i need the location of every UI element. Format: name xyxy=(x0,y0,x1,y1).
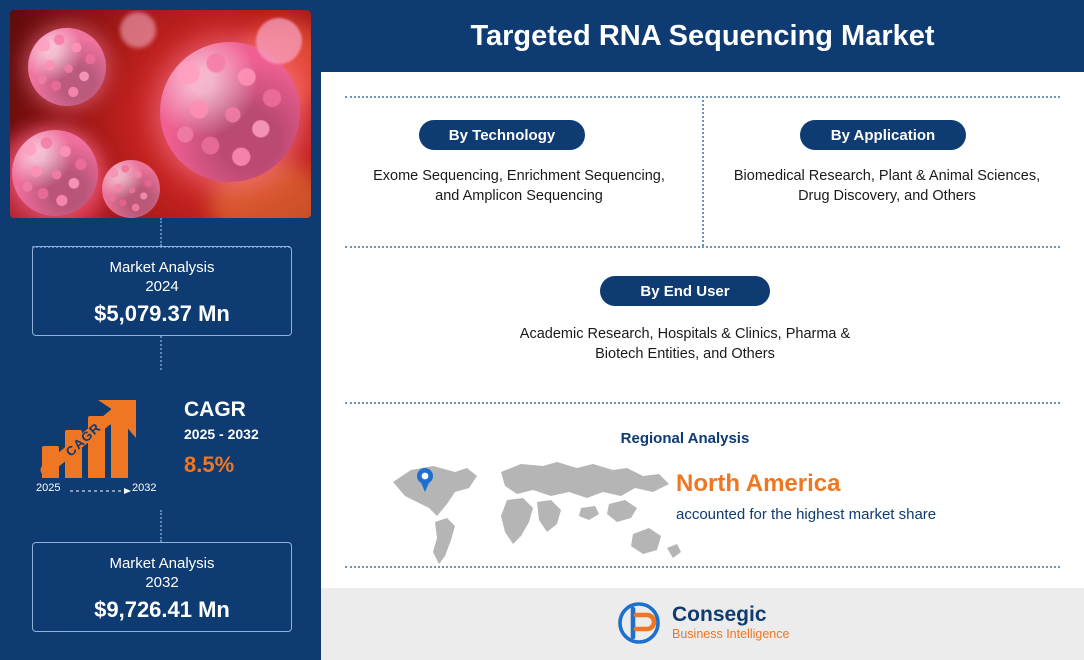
text-by-end-user: Academic Research, Hospitals & Clinics, … xyxy=(519,326,851,362)
cell-top-left xyxy=(28,28,106,106)
market-2032-value: $9,726.41 Mn xyxy=(94,597,230,622)
market-analysis-2024-card: Market Analysis 2024 $5,079.37 Mn xyxy=(32,246,292,336)
pill-by-end-user[interactable]: By End User xyxy=(600,276,770,306)
pill-by-technology[interactable]: By Technology xyxy=(419,120,585,150)
cagr-block: CAGR 2025 2032 CAGR 2025 - 2032 8.5% xyxy=(32,370,290,510)
left-panel: Market Analysis 2024 $5,079.37 Mn CAGR 2… xyxy=(0,0,321,660)
pill-by-end-user-label: By End User xyxy=(640,282,730,300)
cagr-axis-arrow-icon xyxy=(70,488,131,494)
connector-cagr-to-2032 xyxy=(160,510,162,542)
cagr-axis-end: 2032 xyxy=(132,482,157,494)
regional-analysis-title: Regional Analysis xyxy=(585,430,785,447)
footer-bar: Consegic Business Intelligence xyxy=(321,588,1084,660)
cagr-years: 2025 - 2032 xyxy=(184,426,259,442)
growth-arrow-icon xyxy=(40,400,136,476)
divider-bottom xyxy=(345,566,1060,568)
market-2032-label-line1: Market Analysis xyxy=(109,555,215,572)
region-name: North America xyxy=(676,470,841,497)
market-2032-label-line2: 2032 xyxy=(145,574,179,591)
brand-logo: Consegic Business Intelligence xyxy=(616,600,789,646)
cagr-value: 8.5% xyxy=(184,452,235,477)
divider-mid2 xyxy=(345,402,1060,404)
pill-by-technology-label: By Technology xyxy=(448,126,556,144)
market-analysis-2032-card: Market Analysis 2032 $9,726.41 Mn xyxy=(32,542,292,632)
header-bar: Targeted RNA Sequencing Market xyxy=(321,0,1084,72)
brand-tagline: Business Intelligence xyxy=(672,627,790,641)
cagr-axis-start: 2025 xyxy=(36,482,61,494)
cell-small-top xyxy=(256,18,302,64)
cagr-bar-chart: CAGR xyxy=(40,398,180,478)
pill-by-application[interactable]: By Application xyxy=(800,120,966,150)
market-2024-label-line1: Market Analysis xyxy=(109,259,215,276)
region-description: accounted for the highest market share xyxy=(676,506,937,523)
cell-large xyxy=(160,42,300,182)
world-map xyxy=(393,462,681,564)
brand-name: Consegic xyxy=(672,603,767,626)
connector-2024-to-cagr xyxy=(160,336,162,370)
connector-h-2024 xyxy=(32,246,290,248)
hero-image xyxy=(10,10,311,218)
cell-blur-top xyxy=(120,12,156,48)
page-title: Targeted RNA Sequencing Market xyxy=(470,20,935,52)
cell-bottom-mid xyxy=(102,160,160,218)
divider-vertical xyxy=(702,96,704,246)
cagr-title: CAGR xyxy=(184,398,246,421)
right-panel: Targeted RNA Sequencing Market By Techno… xyxy=(321,0,1084,660)
cell-bottom-left xyxy=(12,130,98,216)
text-by-technology: Exome Sequencing, Enrichment Sequencing,… xyxy=(373,168,665,204)
pill-by-application-label: By Application xyxy=(830,126,936,144)
market-2024-value: $5,079.37 Mn xyxy=(94,301,230,326)
consegic-logo-icon xyxy=(618,602,660,644)
divider-mid1 xyxy=(345,246,1060,248)
connector-hero-to-2024 xyxy=(160,218,162,246)
text-by-application: Biomedical Research, Plant & Animal Scie… xyxy=(733,168,1041,204)
market-2024-label-line2: 2024 xyxy=(145,278,179,295)
